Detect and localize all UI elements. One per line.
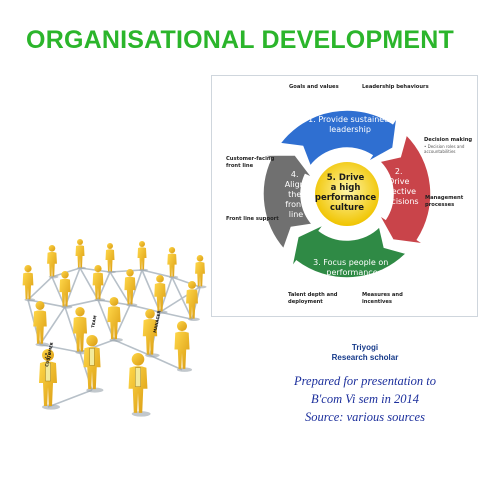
- svg-text:4. Align the: 4. Align the front line: [285, 170, 308, 219]
- segment-2-line-3: effective: [381, 187, 416, 196]
- segment-focus-people: [290, 223, 408, 279]
- network-people: [22, 239, 205, 413]
- person-figure: [195, 255, 205, 287]
- author-role: Research scholar: [331, 353, 399, 362]
- segment-4-line-3: the: [288, 190, 301, 199]
- person-figure: [137, 241, 147, 270]
- label-front-line-support: Front line support: [226, 216, 279, 222]
- credit-line-3: Source: various sources: [305, 410, 425, 424]
- segment-3-line-1: 3. Focus people on: [313, 258, 388, 267]
- badge-manager: MANAGER: [152, 310, 162, 333]
- person-figure: [128, 353, 148, 413]
- people-network-image: CUSTOMER MANAGER TEAM: [22, 239, 207, 417]
- segment-4-line-4: front: [285, 200, 304, 209]
- label-talent-1: Talent depth and: [288, 292, 338, 298]
- network-lines: [27, 267, 201, 408]
- person-figure: [105, 243, 115, 272]
- label-management-1: Management: [425, 195, 464, 201]
- person-figure: [154, 275, 166, 312]
- center-line-2: a high: [331, 183, 361, 193]
- person-figure: [75, 239, 85, 268]
- person-figure: [142, 309, 158, 355]
- person-figure: [107, 297, 121, 340]
- label-management-2: processes: [425, 202, 455, 208]
- badge-customer: CUSTOMER: [44, 342, 54, 367]
- credits-block: Triyogi Research scholar Prepared for pr…: [250, 343, 480, 426]
- person-figure: [47, 245, 57, 277]
- label-measures-1: Measures and: [362, 292, 403, 298]
- segment-drive-decisions: [378, 133, 432, 245]
- label-measures-2: incentives: [362, 299, 393, 305]
- segment-3-line-2: performance: [326, 268, 377, 277]
- network-link: [27, 276, 53, 301]
- network-link: [47, 389, 93, 408]
- network-link: [149, 354, 183, 371]
- label-decision-sub-2: accountabilities: [424, 149, 456, 154]
- credit-line-1: Prepared for presentation to: [294, 374, 436, 388]
- person-figure: [174, 321, 190, 369]
- segment-4-line-5: line: [289, 210, 304, 219]
- credit-line-2: B'com Vi sem in 2014: [311, 392, 419, 406]
- center-line-3: performance: [315, 193, 376, 203]
- segment-2-line-4: decisions: [381, 197, 418, 206]
- cycle-ring: [262, 109, 432, 279]
- segment-1-line-1: 1. Provide sustained: [308, 115, 389, 124]
- person-figure: [39, 349, 57, 406]
- segment-2-line-1: 2.: [395, 167, 403, 176]
- segment-1-line-2: leadership: [329, 125, 371, 134]
- network-link: [79, 267, 99, 301]
- performance-culture-diagram: 5. Drive a high performance culture 1. P…: [211, 75, 478, 317]
- svg-text:1. Provide sustained lea: 1. Provide sustained leadership: [308, 115, 392, 134]
- segment-2-line-2: Drive: [388, 177, 409, 186]
- network-link: [141, 269, 173, 278]
- network-link: [39, 306, 66, 345]
- network-link: [27, 299, 66, 308]
- segment-align-front-line: [262, 154, 314, 251]
- person-figure: [22, 265, 34, 300]
- person-figure: [72, 307, 88, 352]
- label-decision-making: Decision making: [424, 137, 473, 143]
- network-link: [113, 339, 151, 357]
- svg-text:3. Focus people on perfo: 3. Focus people on performance: [313, 258, 391, 277]
- label-talent-2: deployment: [288, 299, 323, 305]
- center-line-4: culture: [330, 203, 364, 213]
- segment-provide-leadership: [278, 109, 398, 168]
- segment-4-line-1: 4.: [291, 170, 299, 179]
- label-customer-facing-1: Customer-facing: [226, 156, 275, 162]
- label-leadership-behaviours: Leadership behaviours: [362, 84, 429, 90]
- person-figure: [124, 269, 136, 305]
- badge-team: TEAM: [90, 315, 98, 328]
- person-figure: [186, 281, 198, 319]
- person-figure: [83, 335, 101, 390]
- svg-text:5. Drive a high pe: 5. Drive a high performance culture: [315, 173, 379, 213]
- person-figure: [167, 247, 177, 277]
- author-name: Triyogi: [351, 343, 379, 352]
- person-figure: [33, 301, 47, 344]
- network-link: [109, 271, 131, 306]
- svg-text:2. Drive effective: 2. Drive effective decisions: [381, 167, 418, 206]
- page-title: ORGANISATIONAL DEVELOPMENT: [26, 26, 454, 54]
- cycle-diagram: 5. Drive a high performance culture 1. P…: [262, 109, 432, 279]
- label-goals-values: Goals and values: [289, 84, 339, 90]
- label-customer-facing-2: front line: [226, 163, 254, 169]
- network-link: [141, 269, 161, 313]
- person-figure: [59, 271, 71, 307]
- center-circle: [315, 162, 379, 226]
- center-line-1: 5. Drive: [327, 173, 365, 183]
- segment-4-line-2: Align: [285, 180, 305, 189]
- person-figure: [92, 265, 104, 300]
- label-decision-sub-1: • Decision roles and: [424, 144, 465, 149]
